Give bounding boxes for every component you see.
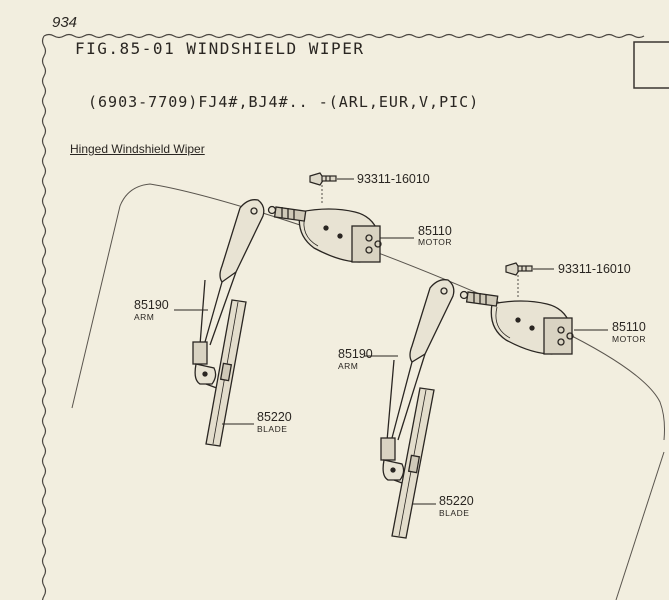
right-bolt: [505, 262, 533, 276]
right-blade: [391, 387, 435, 539]
right-motor: [459, 290, 574, 355]
right-motor-part-number: 85110: [612, 320, 646, 334]
page-number: 934: [52, 14, 78, 31]
windshield-edge-right: [615, 451, 665, 600]
left-wiper-assembly: [174, 172, 414, 447]
left-blade-label: BLADE: [257, 424, 288, 434]
left-bolt-part-number: 93311-16010: [357, 172, 430, 186]
right-wiper-assembly: [364, 262, 608, 539]
page-border-top: [43, 33, 645, 39]
model-applicability: (6903-7709)FJ4#,BJ4#.. -(ARL,EUR,V,PIC): [88, 93, 480, 111]
corner-box: [633, 41, 669, 89]
figure-title: FIG.85-01 WINDSHIELD WIPER: [75, 39, 365, 58]
page-border-left: [41, 35, 47, 600]
left-motor: [267, 205, 382, 263]
left-motor-label: MOTOR: [418, 237, 452, 247]
right-blade-label: BLADE: [439, 508, 470, 518]
right-blade-part-number: 85220: [439, 494, 474, 508]
left-blade: [205, 299, 247, 447]
left-motor-part-number: 85110: [418, 224, 452, 238]
right-arm-label: ARM: [338, 361, 359, 371]
right-bolt-part-number: 93311-16010: [558, 262, 631, 276]
right-arm-part-number: 85190: [338, 347, 373, 361]
left-arm: [192, 199, 265, 391]
right-motor-label: MOTOR: [612, 334, 646, 344]
right-arm: [380, 279, 455, 487]
left-arm-part-number: 85190: [134, 298, 169, 312]
windshield-outline: [71, 183, 665, 441]
left-blade-part-number: 85220: [257, 410, 292, 424]
left-arm-label: ARM: [134, 312, 155, 322]
section-title: Hinged Windshield Wiper: [70, 142, 205, 156]
left-bolt: [309, 172, 337, 186]
